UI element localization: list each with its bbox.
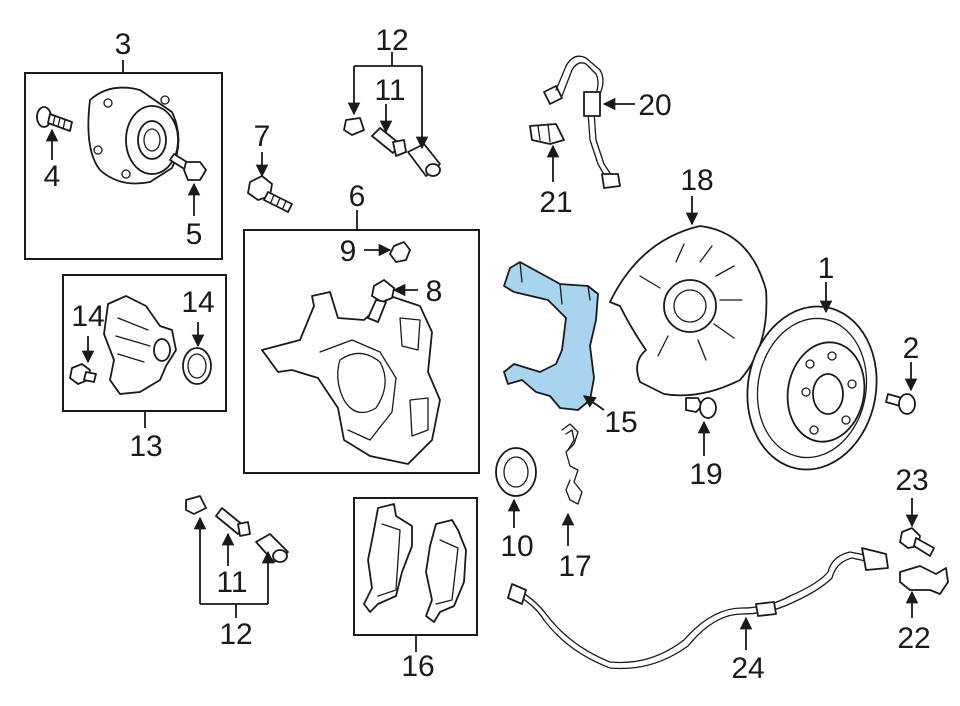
piston-seal-part[interactable] — [495, 447, 537, 497]
brake-hose-part[interactable] — [543, 55, 621, 189]
inner-brake-pad-part[interactable] — [363, 503, 413, 613]
guide-pin-cap-bottom[interactable] — [185, 495, 207, 515]
callout-23: 23 — [895, 464, 928, 497]
callout-8: 8 — [426, 275, 443, 308]
brake-caliper-part[interactable] — [261, 291, 441, 465]
callout-19: 19 — [689, 458, 722, 491]
parking-motor-actuator-part[interactable] — [103, 295, 177, 395]
callout-15: 15 — [604, 406, 637, 439]
bleeder-screw-part[interactable] — [367, 279, 395, 323]
callout-24: 24 — [731, 652, 764, 685]
sensor-bolt-part[interactable] — [899, 527, 935, 557]
caliper-bracket-part[interactable] — [503, 261, 599, 411]
wheel-hub-part[interactable] — [87, 86, 180, 185]
callout-17: 17 — [558, 550, 591, 583]
anti-rattle-spring-part[interactable] — [561, 423, 583, 505]
caliper-group-box — [243, 229, 480, 474]
callout-12-top: 12 — [375, 24, 408, 57]
guide-pin-cap-top[interactable] — [343, 117, 365, 136]
callout-5: 5 — [186, 218, 203, 251]
callout-11-top: 11 — [374, 74, 405, 107]
leader-lines — [45, 52, 919, 652]
brake-rotor-part[interactable] — [735, 296, 890, 480]
shield-bolt-part[interactable] — [685, 397, 717, 419]
rotor-screw-part[interactable] — [885, 393, 916, 415]
hose-clip-part[interactable] — [529, 123, 565, 145]
callout-2: 2 — [903, 332, 920, 365]
dust-shield-part[interactable] — [609, 225, 768, 397]
bracket-bolt-part[interactable] — [247, 175, 293, 213]
abs-sensor-cable-part[interactable] — [507, 547, 889, 670]
guide-pin-top[interactable] — [371, 127, 407, 157]
callout-18: 18 — [680, 164, 713, 197]
actuator-seal-ring-part[interactable] — [182, 347, 212, 385]
hub-bolt-part[interactable] — [36, 106, 73, 132]
callout-22: 22 — [897, 622, 930, 655]
actuator-bolt-part[interactable] — [69, 363, 97, 385]
callout-21: 21 — [539, 186, 572, 219]
callout-16: 16 — [401, 650, 434, 683]
bleeder-cap-part[interactable] — [389, 241, 411, 263]
callout-3: 3 — [115, 28, 132, 61]
guide-bushing-bottom[interactable] — [255, 533, 289, 563]
outer-brake-pad-part[interactable] — [425, 519, 467, 623]
callout-10: 10 — [500, 530, 533, 563]
guide-pin-bottom[interactable] — [215, 507, 251, 537]
callout-1: 1 — [818, 252, 835, 285]
callout-14-right: 14 — [181, 286, 214, 319]
callout-4: 4 — [44, 160, 61, 193]
callout-labels: 1 2 3 4 5 6 7 8 9 10 11 12 11 12 13 14 1… — [44, 24, 931, 685]
hub-flange-bolt-part[interactable] — [169, 153, 207, 181]
callout-11-bottom: 11 — [216, 566, 247, 599]
guide-bushing-top[interactable] — [407, 143, 441, 177]
callout-6: 6 — [349, 180, 366, 213]
callout-14-left: 14 — [71, 300, 104, 333]
callout-20: 20 — [638, 89, 671, 122]
callout-7: 7 — [254, 120, 271, 153]
callout-12-bottom: 12 — [219, 618, 252, 651]
callout-13: 13 — [129, 430, 162, 463]
sensor-bracket-part[interactable] — [899, 565, 949, 595]
callout-9: 9 — [340, 235, 357, 268]
